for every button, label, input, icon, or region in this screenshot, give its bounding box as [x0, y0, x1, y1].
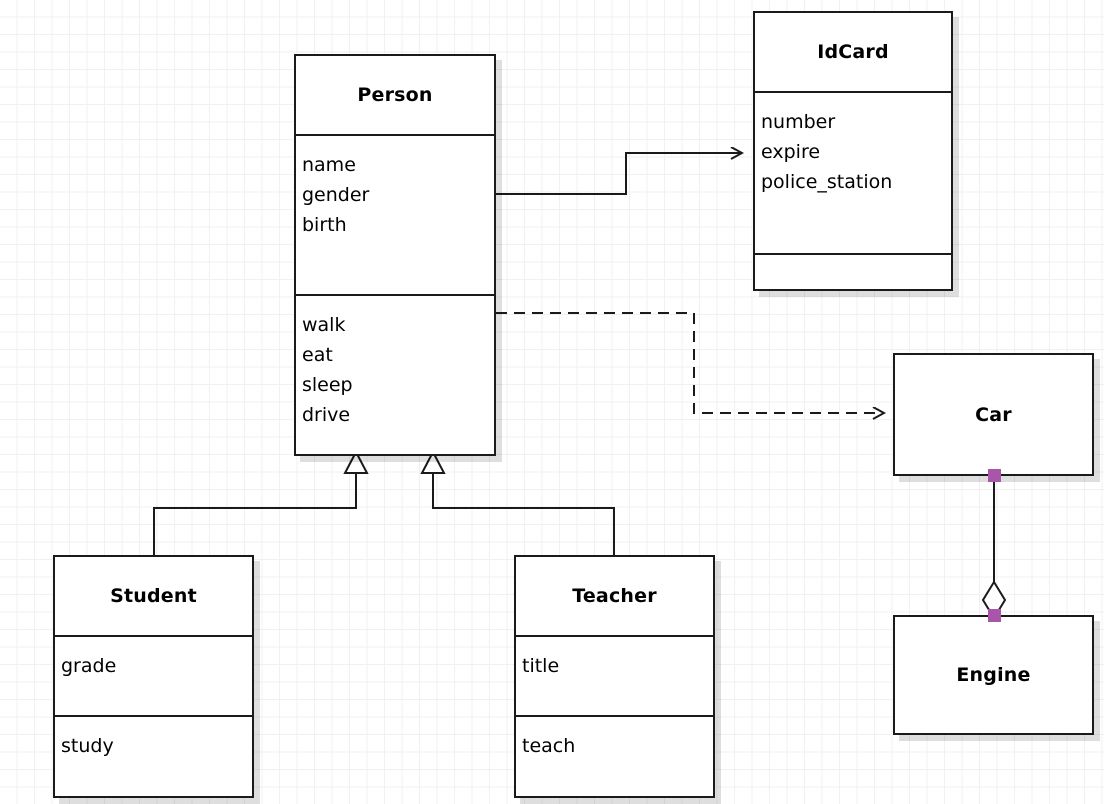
class-student-name: Student: [110, 585, 197, 607]
method-row: walk: [302, 314, 346, 336]
method-row: teach: [522, 735, 576, 757]
class-person-name: Person: [357, 84, 433, 106]
edge-person-idcard: [496, 153, 742, 195]
class-idcard-title: IdCard: [755, 13, 951, 91]
class-engine-title: Engine: [895, 617, 1092, 733]
edge-person-car: [496, 312, 884, 413]
method-row: sleep: [302, 374, 353, 396]
class-teacher-title: Teacher: [516, 557, 713, 635]
class-idcard-attributes: number expire police_station: [755, 91, 951, 253]
attribute-row: title: [522, 655, 560, 677]
attribute-row: name: [302, 154, 356, 176]
edge-teacher-person: [420, 449, 615, 555]
class-student[interactable]: Student grade study: [53, 555, 254, 798]
attribute-row: gender: [302, 184, 370, 206]
class-car-title: Car: [895, 355, 1092, 474]
class-student-title: Student: [55, 557, 252, 635]
class-idcard-methods: [755, 253, 951, 289]
aggregation-endpoint-engine: [988, 609, 1001, 622]
class-idcard-name: IdCard: [817, 41, 889, 63]
class-student-attributes: grade: [55, 635, 252, 715]
class-student-methods: study: [55, 715, 252, 796]
attribute-row: grade: [61, 655, 117, 677]
class-teacher[interactable]: Teacher title teach: [514, 555, 715, 798]
attribute-row: police_station: [761, 171, 893, 193]
class-car-name: Car: [975, 403, 1012, 426]
method-row: eat: [302, 344, 333, 366]
attribute-row: birth: [302, 214, 347, 236]
class-engine[interactable]: Engine: [893, 615, 1094, 735]
class-person-methods: walk eat sleep drive: [296, 294, 494, 454]
class-teacher-methods: teach: [516, 715, 713, 796]
edge-car-engine: [981, 476, 1007, 620]
class-person-attributes: name gender birth: [296, 134, 494, 294]
class-teacher-name: Teacher: [572, 585, 657, 607]
class-person[interactable]: Person name gender birth walk eat sleep …: [294, 54, 496, 456]
class-idcard[interactable]: IdCard number expire police_station: [753, 11, 953, 291]
attribute-row: expire: [761, 141, 821, 163]
edge-student-person: [153, 449, 369, 555]
class-engine-name: Engine: [956, 664, 1031, 686]
class-person-title: Person: [296, 56, 494, 134]
class-teacher-attributes: title: [516, 635, 713, 715]
method-row: study: [61, 735, 114, 757]
class-car[interactable]: Car: [893, 353, 1094, 476]
method-row: drive: [302, 404, 351, 426]
attribute-row: number: [761, 111, 836, 133]
aggregation-endpoint-car: [988, 469, 1001, 482]
